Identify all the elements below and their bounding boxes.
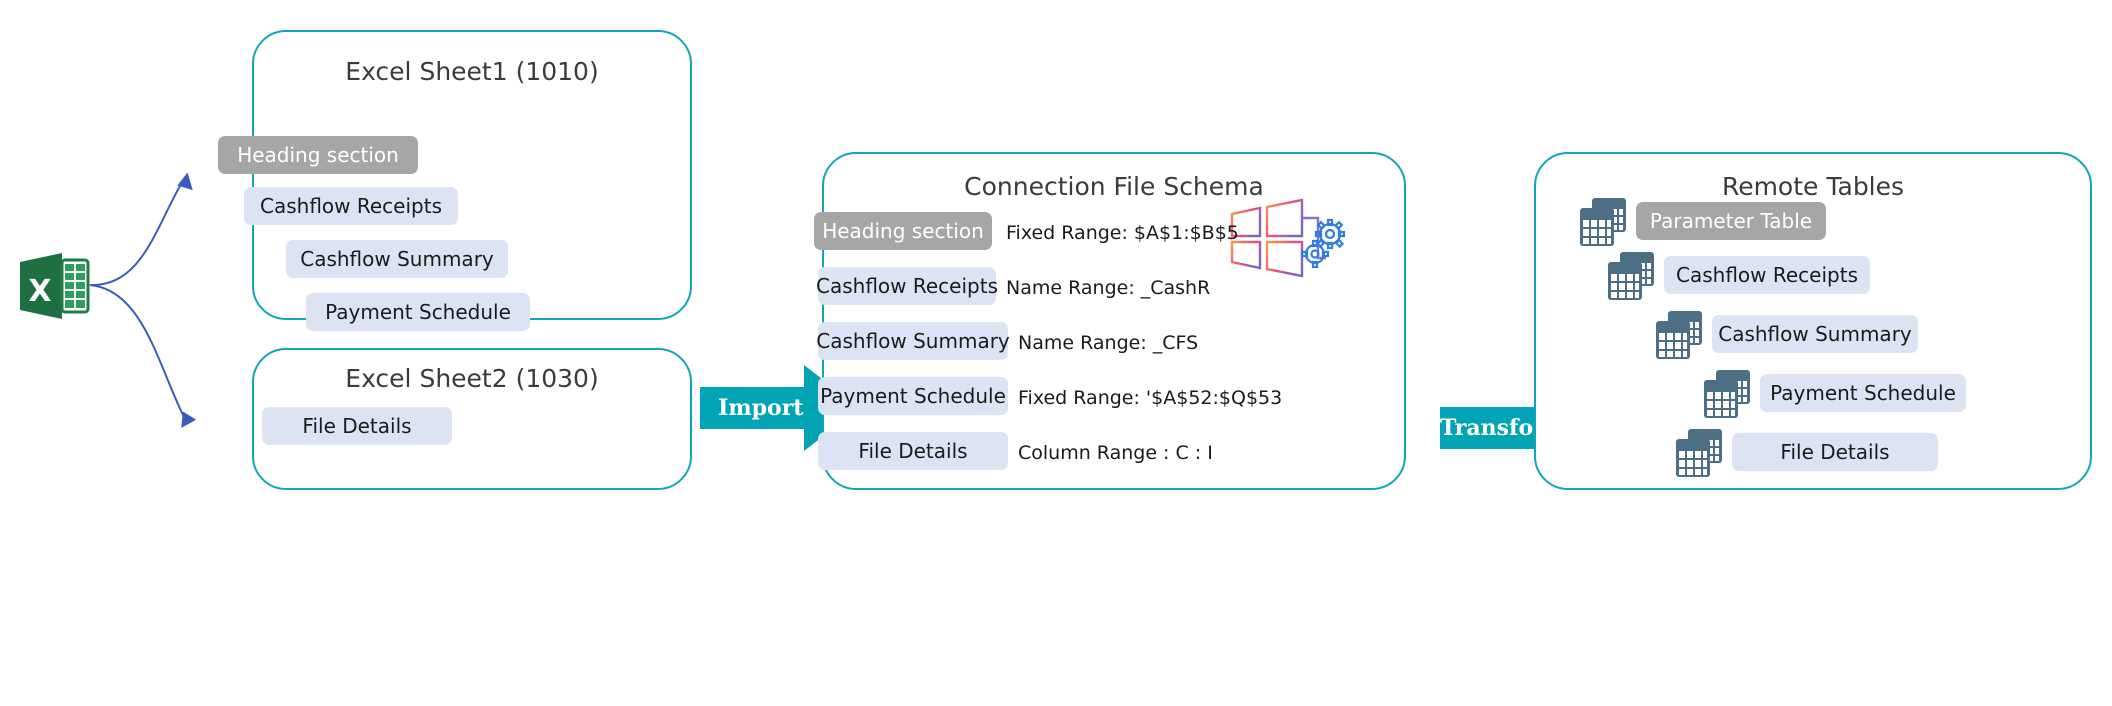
remote-row-file-details[interactable]: File Details bbox=[1732, 433, 1938, 471]
schema-row-cashflow-summary[interactable]: Cashflow Summary bbox=[816, 322, 1010, 360]
schema-row-label: Payment Schedule bbox=[820, 384, 1006, 408]
sheet1-item-label: Cashflow Receipts bbox=[260, 194, 442, 218]
sheet1-item-cashflow-summary[interactable]: Cashflow Summary bbox=[286, 240, 508, 278]
windows-gear-icon bbox=[1226, 198, 1350, 280]
schema-row-range: Fixed Range: $A$1:$B$5 bbox=[1006, 222, 1239, 244]
panel-remote-tables-title: Remote Tables bbox=[1721, 172, 1905, 201]
sheet1-item-label: Heading section bbox=[237, 143, 399, 167]
table-stack-icon bbox=[1674, 427, 1726, 479]
remote-row-label: Cashflow Receipts bbox=[1676, 263, 1858, 287]
title-banner: Workbook - Multiple Worksheet bbox=[796, 3, 1389, 65]
panel-excel-sheet1: Excel Sheet1 (1010) Heading section Cash… bbox=[218, 30, 692, 331]
remote-row-parameter-table[interactable]: Parameter Table bbox=[1636, 202, 1826, 240]
schema-row-file-details[interactable]: File Details bbox=[818, 432, 1008, 470]
table-stack-icon bbox=[1578, 196, 1630, 248]
panel-connection-file-schema-title: Connection File Schema bbox=[964, 172, 1264, 201]
schema-row-range: Name Range: _CashR bbox=[1006, 277, 1211, 299]
import-arrow-label: Import bbox=[718, 395, 804, 421]
remote-row-payment-schedule[interactable]: Payment Schedule bbox=[1760, 374, 1966, 412]
sheet1-item-label: Payment Schedule bbox=[325, 300, 511, 324]
title-banner-label: Workbook - Multiple Worksheet bbox=[795, 14, 1389, 54]
table-stack-icon bbox=[1702, 368, 1754, 420]
panel-excel-sheet1-title: Excel Sheet1 (1010) bbox=[345, 57, 599, 86]
remote-row-label: Payment Schedule bbox=[1770, 381, 1956, 405]
schema-row-label: Cashflow Summary bbox=[816, 329, 1010, 353]
remote-row-label: Cashflow Summary bbox=[1718, 322, 1912, 346]
table-stack-icon bbox=[1654, 309, 1706, 361]
remote-row-label: File Details bbox=[1780, 440, 1890, 464]
remote-row-cashflow-summary[interactable]: Cashflow Summary bbox=[1712, 315, 1918, 353]
remote-row-label: Parameter Table bbox=[1649, 209, 1813, 233]
table-stack-icon bbox=[1606, 250, 1658, 302]
schema-row-range: Name Range: _CFS bbox=[1018, 332, 1199, 354]
schema-row-label: File Details bbox=[858, 439, 968, 463]
schema-row-range: Column Range : C : I bbox=[1018, 442, 1213, 464]
schema-row-heading-section[interactable]: Heading section bbox=[814, 212, 992, 250]
panel-remote-tables: Remote Tables bbox=[1534, 152, 2092, 490]
schema-row-label: Heading section bbox=[822, 219, 984, 243]
schema-row-range: Fixed Range: '$A$52:$Q$53 bbox=[1018, 387, 1283, 409]
excel-logo-icon: X bbox=[20, 250, 90, 322]
sheet2-item-file-details[interactable]: File Details bbox=[262, 407, 452, 445]
schema-row-label: Cashflow Receipts bbox=[816, 274, 998, 298]
sheet2-item-label: File Details bbox=[302, 414, 412, 438]
panel-connection-file-schema: Connection File Schema bbox=[814, 152, 1406, 490]
sheet1-item-payment-schedule[interactable]: Payment Schedule bbox=[306, 293, 530, 331]
sheet1-item-label: Cashflow Summary bbox=[300, 247, 494, 271]
remote-row-cashflow-receipts[interactable]: Cashflow Receipts bbox=[1664, 256, 1870, 294]
source-connectors bbox=[88, 165, 208, 445]
panel-excel-sheet2-title: Excel Sheet2 (1030) bbox=[345, 364, 599, 393]
panel-excel-sheet2: Excel Sheet2 (1030) File Details bbox=[252, 348, 692, 490]
schema-row-payment-schedule[interactable]: Payment Schedule bbox=[818, 377, 1008, 415]
sheet1-item-cashflow-receipts[interactable]: Cashflow Receipts bbox=[244, 187, 458, 225]
schema-row-cashflow-receipts[interactable]: Cashflow Receipts bbox=[816, 267, 998, 305]
svg-text:X: X bbox=[28, 274, 51, 309]
sheet1-item-heading-section[interactable]: Heading section bbox=[218, 136, 418, 174]
